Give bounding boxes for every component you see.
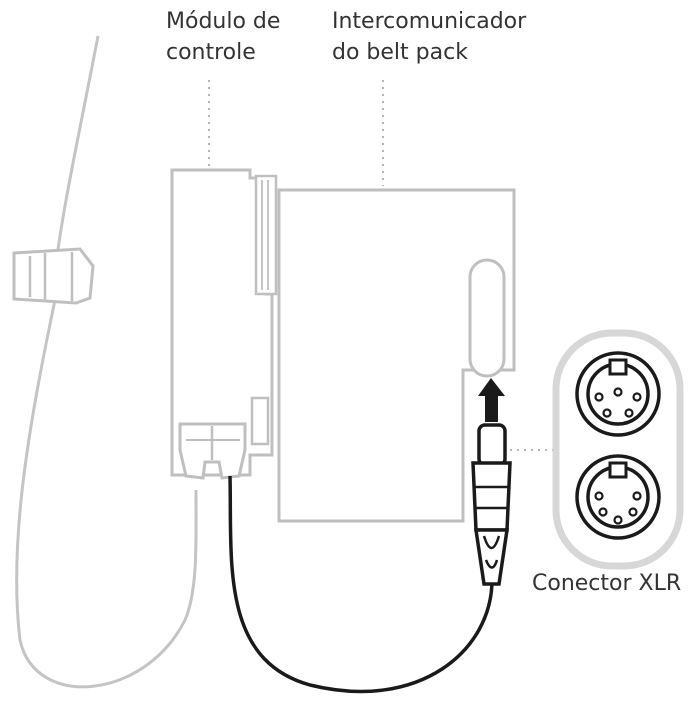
intercom-label: Intercomunicador do belt pack [332, 6, 526, 68]
intercom-cable [228, 475, 494, 694]
headset-cable-lower [15, 299, 198, 689]
xlr-callout [552, 329, 684, 570]
control-module-label-line-2: controle [166, 40, 256, 65]
control-module-label-line-1: Módulo de [166, 9, 281, 34]
xlr-plug [471, 423, 512, 586]
xlr-connector-label: Conector XLR [532, 571, 682, 596]
intercom-label-line-1: Intercomunicador [332, 9, 527, 34]
belt-clip-slot [468, 258, 506, 378]
control-module-label: Módulo de controle [166, 6, 280, 68]
control-module-plugs [178, 422, 247, 480]
insert-arrow [478, 378, 505, 422]
xlr-socket-bottom [575, 454, 661, 540]
intercom-label-line-2: do belt pack [332, 40, 468, 65]
belt-pack-intercom [277, 188, 516, 523]
cable-clip [12, 247, 95, 305]
headset-cable-upper [53, 35, 100, 276]
xlr-socket-top [575, 351, 661, 437]
